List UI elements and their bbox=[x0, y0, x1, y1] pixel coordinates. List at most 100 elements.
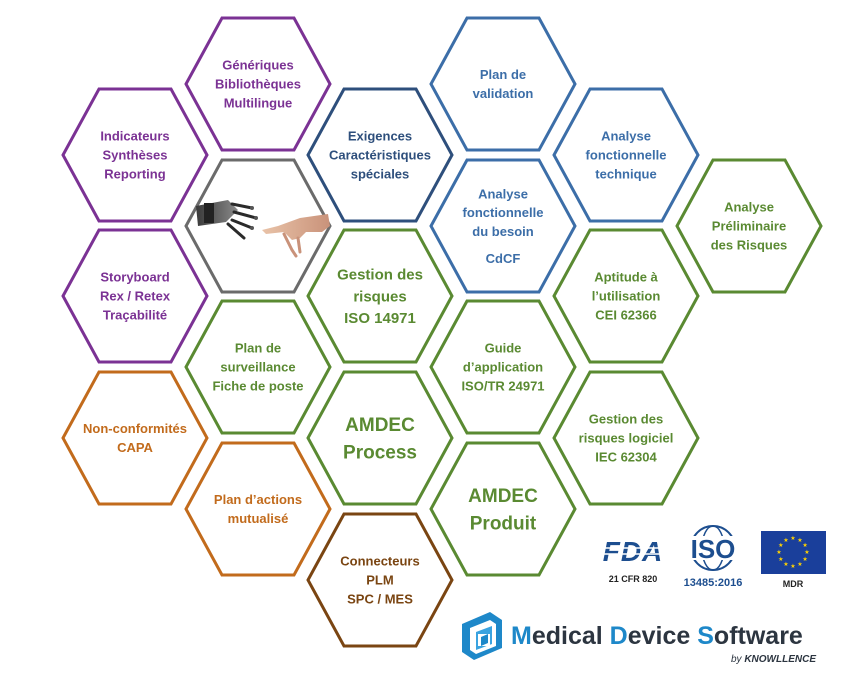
hex-label-line: Fiche de poste bbox=[212, 378, 303, 393]
hex-label-line: Bibliothèques bbox=[215, 77, 301, 92]
hex-outline bbox=[552, 87, 700, 223]
hex-label-line: Process bbox=[343, 442, 417, 463]
hex-label-line: SPC / MES bbox=[347, 591, 413, 606]
robot-human-hands-image bbox=[196, 200, 330, 258]
hex-label-line: Plan de bbox=[480, 67, 526, 82]
hex-label-line: Analyse bbox=[601, 129, 651, 144]
eu-star-icon: ★ bbox=[804, 549, 809, 556]
hex-outline bbox=[306, 87, 454, 223]
brand-byline: by KNOWLLENCE bbox=[731, 654, 816, 665]
eu-star-icon: ★ bbox=[790, 535, 795, 542]
eu-star-icon: ★ bbox=[802, 542, 807, 549]
fda-mark: FDA bbox=[603, 536, 664, 567]
hex-label-line: Guide bbox=[485, 341, 522, 356]
hex-outline bbox=[429, 441, 577, 577]
hex-label-line: Synthèses bbox=[102, 148, 167, 163]
brand-logo: Medical Device Software by KNOWLLENCE bbox=[462, 612, 816, 665]
hex-label-line: fonctionnelle bbox=[586, 148, 667, 163]
brand-cube-icon bbox=[462, 612, 502, 660]
eu-star-icon: ★ bbox=[790, 563, 795, 570]
iso-mark: ISO bbox=[691, 534, 736, 564]
hex-outline bbox=[552, 370, 700, 506]
eu-star-icon: ★ bbox=[776, 549, 781, 556]
hex-label-line: CAPA bbox=[117, 440, 153, 455]
hex-outline bbox=[306, 228, 454, 364]
hex-label-line: surveillance bbox=[220, 360, 295, 375]
hex-label-line: PLM bbox=[366, 573, 393, 588]
hex-label-line: fonctionnelle bbox=[463, 205, 544, 220]
hex-label-line: Traçabilité bbox=[103, 307, 167, 322]
hex-amdec-produit: AMDEC Produit bbox=[429, 441, 577, 577]
eu-star-icon: ★ bbox=[778, 556, 783, 563]
hex-outline bbox=[184, 299, 332, 435]
hex-outline bbox=[184, 441, 332, 577]
hex-amdec-process: AMDEC Process bbox=[306, 370, 454, 506]
hex-label-line: Génériques bbox=[222, 58, 294, 73]
hex-label-line: Analyse bbox=[478, 186, 528, 201]
hex-label-line: Aptitude à bbox=[594, 270, 658, 285]
hex-label-line: Plan de bbox=[235, 341, 281, 356]
eu-star-icon: ★ bbox=[778, 542, 783, 549]
hex-label-line: risques logiciel bbox=[579, 431, 674, 446]
hex-analyse-technique: Analyse fonctionnelle technique bbox=[552, 87, 700, 223]
hex-label-line: Produit bbox=[470, 513, 537, 534]
hex-label-line: risques bbox=[353, 288, 406, 305]
fda-logo: FDA 21 CFR 820 bbox=[603, 536, 664, 584]
hex-label-line: Analyse bbox=[724, 200, 774, 215]
hex-outline bbox=[306, 512, 454, 648]
eu-star-icon: ★ bbox=[783, 561, 788, 568]
hex-label-line: IEC 62304 bbox=[595, 449, 657, 464]
eu-flag-icon bbox=[761, 531, 826, 574]
eu-mdr-logo: ★★★★★★★★★★★★ MDR bbox=[761, 531, 826, 589]
brand-name: Medical Device Software bbox=[511, 622, 803, 650]
eu-star-icon: ★ bbox=[797, 537, 802, 544]
hex-label-line: AMDEC bbox=[468, 486, 538, 507]
hex-label-line: du besoin bbox=[472, 224, 533, 239]
hex-label-line: Multilingue bbox=[224, 95, 293, 110]
hex-outline bbox=[675, 158, 823, 294]
hex-outline bbox=[429, 16, 577, 152]
hex-label-line: d’application bbox=[463, 360, 543, 375]
iso-logo: ISO 13485:2016 bbox=[684, 525, 743, 589]
eu-star-icon: ★ bbox=[802, 556, 807, 563]
hex-label-line: AMDEC bbox=[345, 415, 415, 436]
hex-label-line: Caractéristiques bbox=[329, 148, 431, 163]
hex-label-line: technique bbox=[595, 166, 656, 181]
hex-label-line: Préliminaire bbox=[712, 219, 786, 234]
hex-outline bbox=[306, 370, 454, 506]
hex-outline bbox=[184, 16, 332, 152]
hex-outline bbox=[61, 370, 209, 506]
hex-label-line: Non-conformités bbox=[83, 421, 187, 436]
hex-plan-validation: Plan de validation bbox=[429, 16, 577, 152]
hex-label-line: Reporting bbox=[104, 166, 165, 181]
hex-label-line: Rex / Retex bbox=[100, 289, 171, 304]
hex-label-line: validation bbox=[473, 86, 534, 101]
hex-label-line: Gestion des bbox=[589, 412, 663, 427]
eu-star-icon: ★ bbox=[797, 561, 802, 568]
hex-label-line: l’utilisation bbox=[592, 289, 661, 304]
hex-label-line: CdCF bbox=[486, 251, 521, 266]
iso-standard-label: 13485:2016 bbox=[684, 577, 743, 589]
hex-label-line: ISO 14971 bbox=[344, 310, 416, 327]
hex-outline bbox=[429, 158, 577, 294]
mdr-label: MDR bbox=[783, 579, 804, 589]
hex-label-line: Plan d’actions bbox=[214, 492, 302, 507]
hex-label-line: CEI 62366 bbox=[595, 307, 656, 322]
hex-label-line: Indicateurs bbox=[100, 129, 169, 144]
hex-outline bbox=[429, 299, 577, 435]
hex-label-line: Connecteurs bbox=[340, 554, 419, 569]
